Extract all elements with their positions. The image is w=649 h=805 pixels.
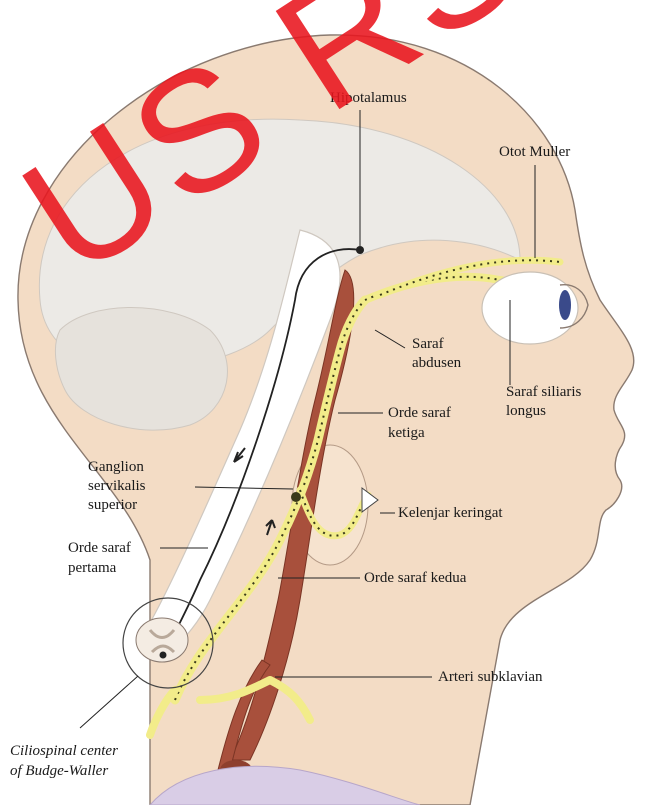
label-saraf-siliaris-1: Saraf siliaris <box>506 383 581 402</box>
label-ganglion-3: superior <box>88 496 137 515</box>
leader-ciliospinal <box>80 676 138 728</box>
label-saraf-abdusen-2: abdusen <box>412 354 461 373</box>
label-ganglion-1: Ganglion <box>88 458 144 477</box>
iris <box>559 290 571 320</box>
cord-center-dot <box>160 652 167 659</box>
label-kelenjar-keringat: Kelenjar keringat <box>398 504 503 523</box>
label-orde-ketiga-2: ketiga <box>388 424 425 443</box>
label-orde-kedua: Orde saraf kedua <box>364 569 466 588</box>
label-saraf-abdusen-1: Saraf <box>412 335 444 354</box>
ganglion-dot <box>291 492 301 502</box>
label-ciliospinal-2: of Budge-Waller <box>10 762 108 781</box>
label-ganglion-2: servikalis <box>88 477 146 496</box>
label-otot-muller: Otot Muller <box>499 143 570 162</box>
label-saraf-siliaris-2: longus <box>506 402 546 421</box>
label-ciliospinal-1: Ciliospinal center <box>10 742 118 761</box>
hypothalamus-dot <box>356 246 364 254</box>
label-arteri-subklavian: Arteri subklavian <box>438 668 543 687</box>
label-hipotalamus: Hipotalamus <box>330 89 407 108</box>
label-orde-ketiga-1: Orde saraf <box>388 404 451 423</box>
label-orde-pertama-2: pertama <box>68 559 116 578</box>
label-orde-pertama-1: Orde saraf <box>68 539 131 558</box>
